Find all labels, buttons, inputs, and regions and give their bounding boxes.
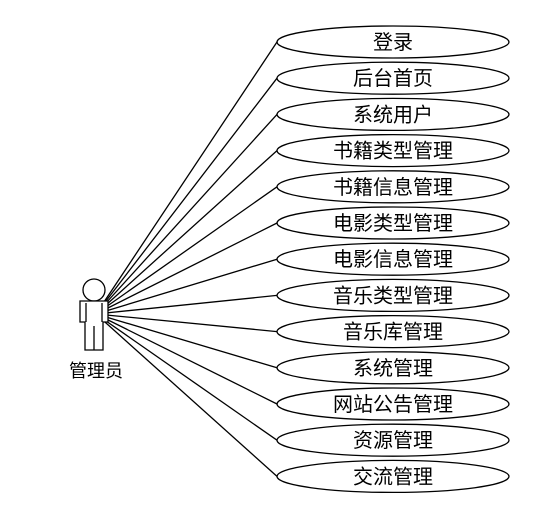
use-case-ellipse [276, 351, 510, 385]
use-case-ellipse [276, 278, 510, 313]
association-line [95, 258, 278, 315]
association-line [95, 313, 278, 369]
association-line [95, 294, 278, 315]
use-case: 电影类型管理 [276, 206, 510, 240]
use-case: 音乐类型管理 [276, 278, 510, 313]
association-line [95, 113, 278, 315]
use-case-label: 系统用户 [353, 102, 433, 126]
use-case-label: 电影类型管理 [333, 211, 453, 235]
use-case-label: 书籍信息管理 [333, 175, 453, 199]
use-case-ellipse [276, 459, 510, 494]
association-line [95, 222, 278, 315]
use-case-ellipse [276, 314, 510, 349]
association-lines [95, 41, 278, 477]
use-case-ellipse [276, 206, 510, 240]
use-case-label: 电影信息管理 [333, 247, 453, 271]
actor-head [82, 278, 106, 302]
use-case: 书籍信息管理 [276, 170, 510, 204]
use-case-label: 系统管理 [353, 356, 433, 380]
use-case: 资源管理 [276, 423, 510, 457]
use-case: 网站公告管理 [276, 387, 510, 421]
association-line [95, 186, 278, 315]
use-case-ellipse [276, 387, 510, 421]
use-case-label: 后台首页 [353, 66, 433, 90]
use-case: 音乐库管理 [276, 314, 510, 349]
use-case-label: 音乐类型管理 [333, 283, 453, 307]
use-case-label: 网站公告管理 [333, 392, 453, 416]
association-line [95, 150, 278, 315]
association-line [95, 313, 278, 333]
use-case-label: 书籍类型管理 [333, 139, 453, 163]
use-case: 系统用户 [276, 97, 510, 132]
use-case-ellipse [276, 170, 510, 204]
use-case-list: 登录后台首页系统用户书籍类型管理书籍信息管理电影类型管理电影信息管理音乐类型管理… [276, 25, 510, 494]
association-line [95, 313, 278, 405]
use-case: 交流管理 [276, 459, 510, 494]
use-case: 书籍类型管理 [276, 133, 510, 168]
use-case-label: 登录 [373, 30, 413, 54]
association-line [95, 313, 278, 477]
use-case: 电影信息管理 [276, 242, 510, 276]
use-case: 登录 [276, 25, 510, 59]
use-case-label: 音乐库管理 [343, 320, 443, 344]
actor-label: 管理员 [69, 361, 123, 382]
use-case-ellipse [276, 97, 510, 132]
use-case-ellipse [276, 25, 510, 59]
association-line [95, 313, 278, 441]
use-case-ellipse [276, 242, 510, 276]
actor-administrator: 管理员 [69, 278, 123, 382]
association-line [95, 77, 278, 315]
use-case-label: 资源管理 [353, 428, 433, 452]
use-case-ellipse [276, 133, 510, 168]
association-line [95, 41, 278, 315]
use-case: 系统管理 [276, 351, 510, 385]
actor-body [79, 300, 109, 351]
use-case-ellipse [276, 61, 510, 95]
use-case-ellipse [276, 423, 510, 457]
use-case-label: 交流管理 [353, 464, 433, 488]
use-case: 后台首页 [276, 61, 510, 95]
